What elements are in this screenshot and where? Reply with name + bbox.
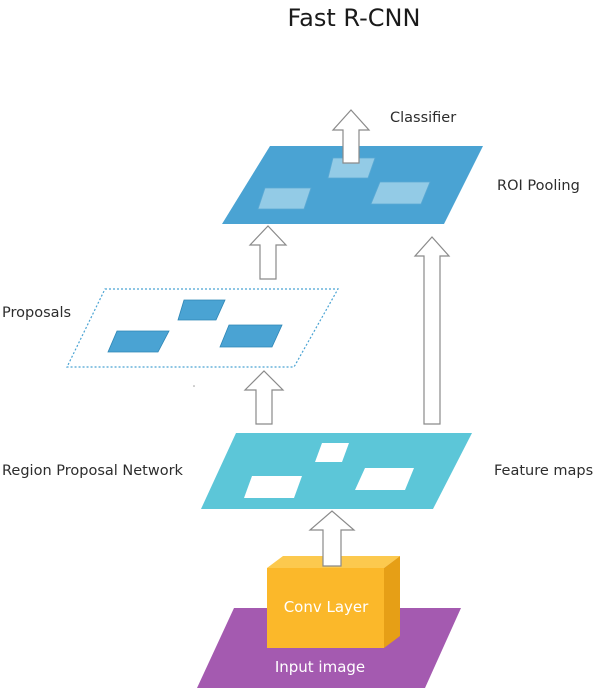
feature-to-proposals-arrow (243, 370, 285, 425)
feature-region-box (315, 443, 349, 462)
feature-maps-label: Feature maps (494, 463, 593, 479)
feature-region-box (244, 476, 302, 498)
stray-dot (193, 385, 195, 387)
proposals-label: Proposals (2, 305, 71, 321)
region-proposal-network-label: Region Proposal Network (2, 463, 184, 479)
roi-region-box (370, 181, 431, 205)
feature-to-roi-arrow (413, 236, 451, 425)
proposal-box (219, 324, 283, 348)
conv-layer-label: Conv Layer (284, 598, 369, 616)
roi-pooling-label: ROI Pooling (497, 178, 580, 194)
roi-region-box (327, 157, 376, 179)
proposal-box (107, 330, 170, 353)
input-image-label: Input image (275, 658, 365, 676)
conv-layer-side (384, 556, 400, 648)
roi-to-classifier-arrow (331, 109, 371, 164)
proposals-to-roi-arrow (248, 225, 288, 280)
feature-region-box (355, 468, 414, 490)
proposal-box (177, 299, 226, 321)
roi-region-box (257, 187, 312, 210)
diagram-title: Fast R-CNN (288, 4, 421, 32)
conv-layer-front (267, 568, 384, 648)
conv-to-feature-arrow (308, 510, 356, 567)
classifier-label: Classifier (390, 110, 456, 126)
